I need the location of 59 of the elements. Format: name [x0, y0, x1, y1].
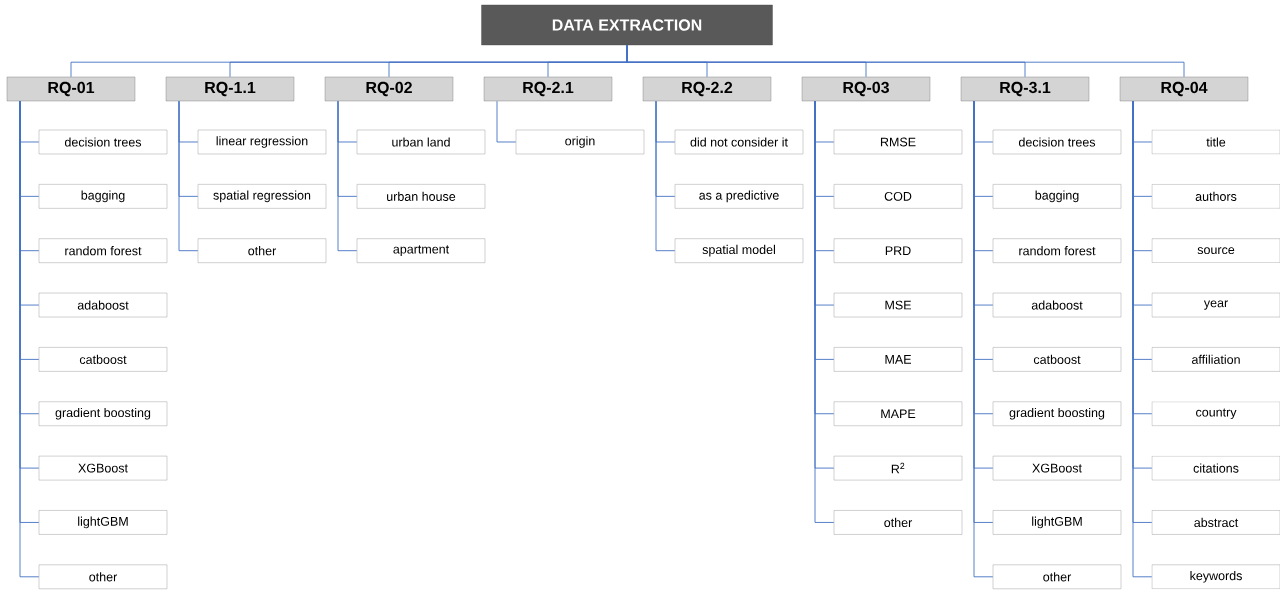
item-box: authors: [1151, 184, 1280, 209]
item-box: source: [1151, 238, 1280, 263]
item-box: XGBoost: [992, 455, 1122, 481]
item-box: urban house: [356, 184, 486, 209]
item-box: other: [833, 510, 963, 535]
header-box: RQ-2.2: [642, 76, 772, 102]
item-box: citations: [1151, 455, 1280, 481]
item-box: origin: [515, 129, 645, 155]
item-box: adaboost: [992, 292, 1122, 318]
item-box: decision trees: [992, 129, 1122, 155]
item-box: linear regression: [197, 129, 327, 155]
item-box: decision trees: [38, 129, 168, 155]
item-box: apartment: [356, 238, 486, 263]
item-box: lightGBM: [38, 510, 168, 535]
connector-line: [337, 100, 358, 252]
item-box: affiliation: [1151, 347, 1280, 372]
header-box: RQ-03: [801, 76, 931, 102]
header-box: RQ-2.1: [483, 76, 613, 102]
item-box: PRD: [833, 238, 963, 263]
item-box: random forest: [992, 238, 1122, 263]
item-box: keywords: [1151, 564, 1280, 589]
connector-line: [178, 100, 199, 252]
item-box: R$^{2}$: [833, 455, 963, 481]
connector-line: [655, 100, 676, 252]
item-box: urban land: [356, 129, 486, 155]
header-box: RQ-04: [1119, 76, 1249, 102]
item-box: as a predictive: [674, 184, 804, 209]
item-box: other: [992, 564, 1122, 589]
item-box: other: [38, 564, 168, 589]
item-box: bagging: [992, 184, 1122, 209]
item-box: country: [1151, 401, 1280, 426]
item-box: lightGBM: [992, 510, 1122, 535]
item-box: abstract: [1151, 510, 1280, 535]
header-box: RQ-01: [6, 76, 136, 102]
title-box: DATA EXTRACTION: [481, 4, 773, 46]
item-box: spatial model: [674, 238, 804, 263]
item-box: bagging: [38, 184, 168, 209]
item-box: random forest: [38, 238, 168, 263]
header-box: RQ-02: [324, 76, 454, 102]
item-box: MAE: [833, 347, 963, 372]
item-box: catboost: [38, 347, 168, 372]
item-box: RMSE: [833, 129, 963, 155]
item-box: gradient boosting: [38, 401, 168, 426]
item-box: other: [197, 238, 327, 263]
connector-line: [496, 100, 517, 143]
connector-line: [626, 44, 1185, 78]
item-box: MSE: [833, 292, 963, 318]
header-box: RQ-1.1: [165, 76, 295, 102]
item-box: gradient boosting: [992, 401, 1122, 426]
item-box: MAPE: [833, 401, 963, 426]
item-box: year: [1151, 292, 1280, 318]
item-box: adaboost: [38, 292, 168, 318]
header-box: RQ-3.1: [960, 76, 1090, 102]
item-box: did not consider it: [674, 129, 804, 155]
item-box: spatial regression: [197, 184, 327, 209]
item-box: XGBoost: [38, 455, 168, 481]
item-box: title: [1151, 129, 1280, 155]
item-box: catboost: [992, 347, 1122, 372]
item-box: COD: [833, 184, 963, 209]
